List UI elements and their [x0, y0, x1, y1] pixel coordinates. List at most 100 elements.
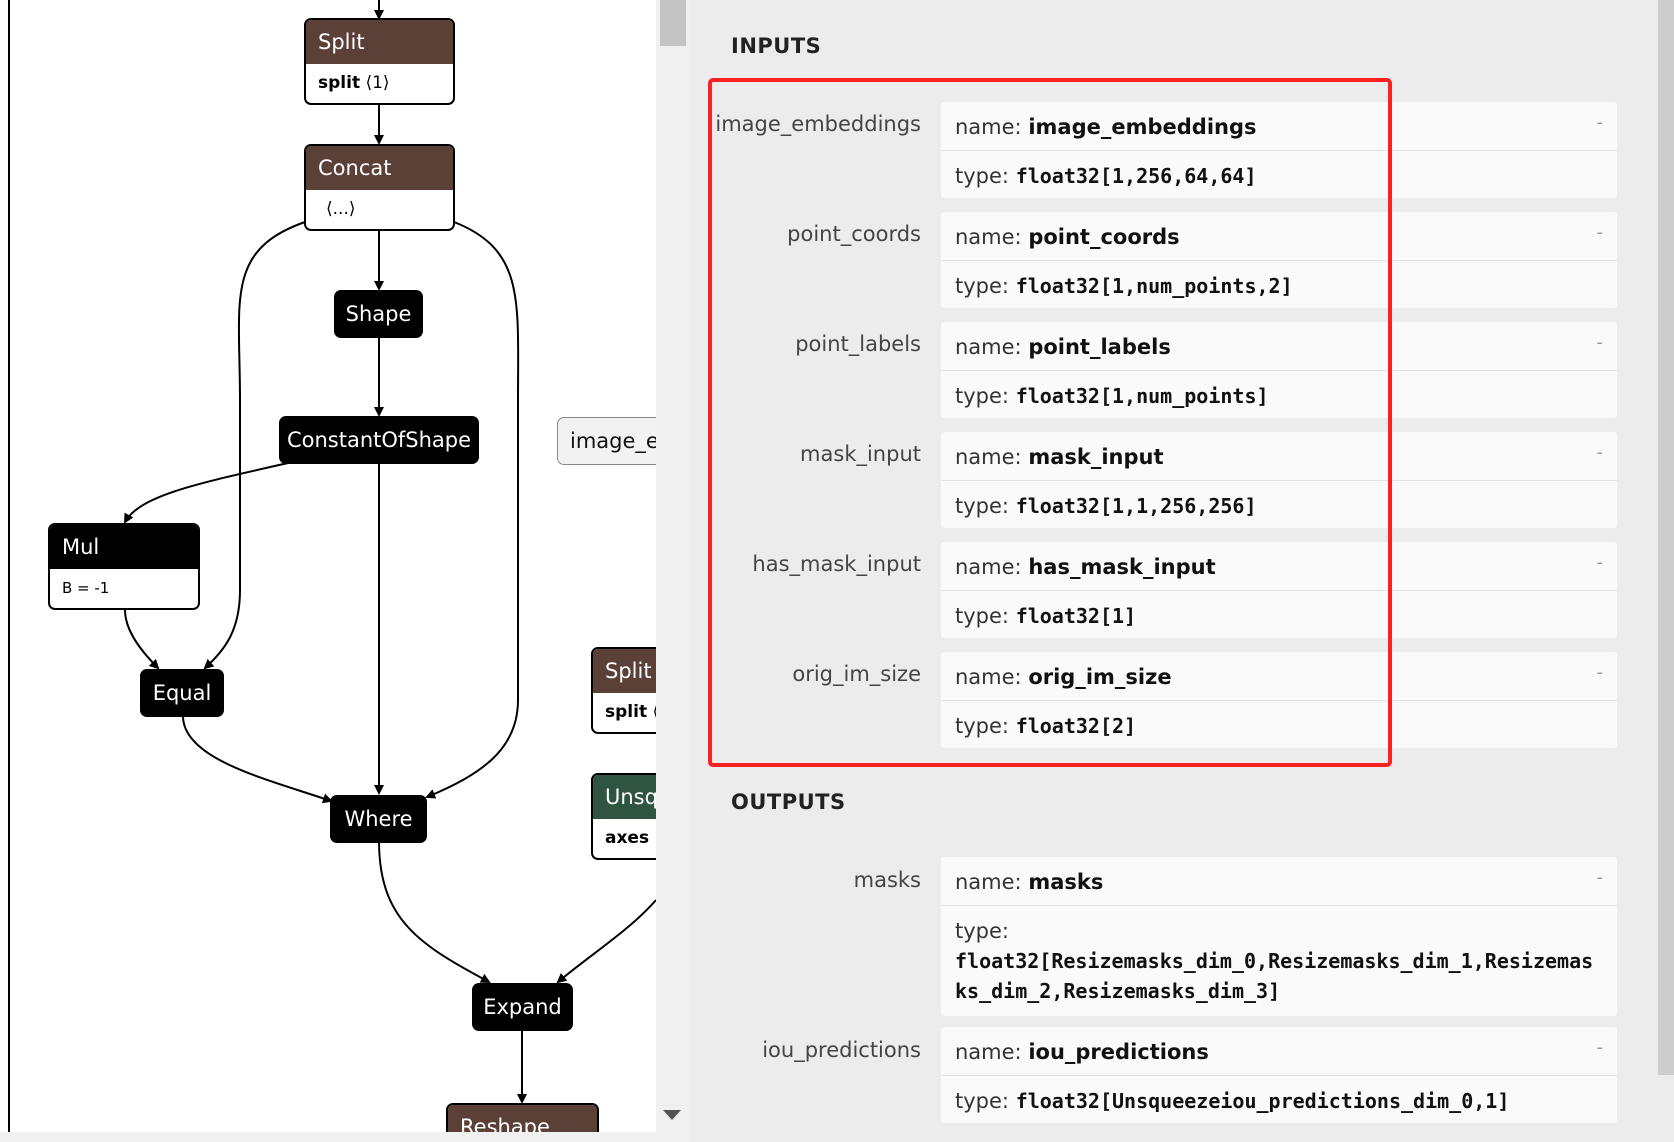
collapse-icon[interactable]: -	[1596, 552, 1604, 573]
graph-vertical-scrollbar[interactable]	[656, 0, 689, 1142]
input-type: float32[1]	[1015, 604, 1137, 628]
edge	[556, 899, 656, 984]
type-prefix: type:	[955, 919, 1009, 943]
name-prefix: name:	[955, 555, 1022, 579]
expand-node[interactable]: Expand	[472, 983, 573, 1031]
name-prefix: name:	[955, 445, 1022, 469]
shape-node[interactable]: Shape	[334, 290, 423, 338]
output-label: masks	[853, 868, 921, 892]
concat-node-title: Concat	[306, 146, 453, 190]
input-name-line: name: orig_im_size	[941, 652, 1617, 700]
type-prefix: type:	[955, 604, 1009, 628]
unsqueeze-node-attr: axes ⟨	[593, 819, 656, 857]
graph-canvas[interactable]: Split split ⟨1⟩ Concat ⟨...⟩ Shape Const…	[0, 0, 656, 1142]
collapse-icon[interactable]: -	[1596, 662, 1604, 683]
input-name: image_embeddings	[1028, 115, 1257, 139]
input-label: image_embeddings	[715, 112, 921, 136]
input-type-line: type: float32[2]	[941, 700, 1617, 748]
collapse-icon[interactable]: -	[1596, 112, 1604, 133]
collapse-icon[interactable]: -	[1596, 867, 1604, 888]
input-name: point_coords	[1028, 225, 1180, 249]
input-type: float32[1,256,64,64]	[1015, 164, 1257, 188]
input-type-line: type: float32[1,256,64,64]	[941, 150, 1617, 198]
input-name: mask_input	[1028, 445, 1164, 469]
collapse-icon[interactable]: -	[1596, 222, 1604, 243]
name-prefix: name:	[955, 870, 1022, 894]
input-card-orig-im-size[interactable]: - name: orig_im_size type: float32[2]	[941, 652, 1617, 748]
concat-node[interactable]: Concat ⟨...⟩	[304, 144, 455, 231]
collapse-icon[interactable]: -	[1596, 1037, 1604, 1058]
output-name-line: name: masks	[941, 857, 1617, 905]
edge	[378, 840, 491, 983]
edge	[124, 609, 160, 670]
constant-of-shape-node[interactable]: ConstantOfShape	[279, 416, 479, 464]
input-label: orig_im_size	[792, 662, 921, 686]
image-input-node-title: image_er	[570, 429, 656, 453]
input-label: point_coords	[787, 222, 921, 246]
type-prefix: type:	[955, 1089, 1009, 1113]
outputs-section-title: OUTPUTS	[731, 790, 846, 814]
concat-node-attr: ⟨...⟩	[326, 199, 356, 219]
split-right-node[interactable]: Split split ⟨	[591, 647, 656, 734]
input-name-line: name: has_mask_input	[941, 542, 1617, 590]
input-type: float32[1,num_points]	[1015, 384, 1269, 408]
input-type-line: type: float32[1,num_points]	[941, 370, 1617, 418]
where-node[interactable]: Where	[330, 795, 427, 843]
equal-node[interactable]: Equal	[140, 669, 224, 717]
input-card-has-mask-input[interactable]: - name: has_mask_input type: float32[1]	[941, 542, 1617, 638]
collapse-icon[interactable]: -	[1596, 442, 1604, 463]
output-type-line: type: float32[Unsqueezeiou_predictions_d…	[941, 1075, 1617, 1123]
mul-node-title: Mul	[50, 525, 198, 569]
output-card-masks[interactable]: - name: masks type: float32[Resizemasks_d…	[941, 857, 1617, 1016]
output-card-iou-predictions[interactable]: - name: iou_predictions type: float32[Un…	[941, 1027, 1617, 1123]
output-label: iou_predictions	[762, 1038, 921, 1062]
input-card-point-coords[interactable]: - name: point_coords type: float32[1,num…	[941, 212, 1617, 308]
unsqueeze-node-title: Unsq	[593, 775, 656, 819]
graph-horizontal-scrollbar[interactable]	[0, 1132, 656, 1142]
input-type-line: type: float32[1,num_points,2]	[941, 260, 1617, 308]
name-prefix: name:	[955, 665, 1022, 689]
input-name-line: name: mask_input	[941, 432, 1617, 480]
type-prefix: type:	[955, 384, 1009, 408]
input-type-line: type: float32[1]	[941, 590, 1617, 638]
unsqueeze-attr-name: axes	[605, 828, 650, 848]
input-label: has_mask_input	[752, 552, 921, 576]
split-right-attr-value: ⟨	[652, 702, 656, 722]
edge	[124, 462, 289, 524]
split-right-attr-name: split	[605, 702, 648, 722]
type-prefix: type:	[955, 274, 1009, 298]
collapse-icon[interactable]: -	[1596, 332, 1604, 353]
name-prefix: name:	[955, 225, 1022, 249]
split-node[interactable]: Split split ⟨1⟩	[304, 18, 455, 105]
panel-scrollbar[interactable]	[1658, 0, 1674, 1075]
inputs-highlight-box	[708, 78, 1392, 767]
properties-panel: INPUTS image_embeddings - name: image_em…	[689, 0, 1674, 1142]
output-type: float32[Resizemasks_dim_0,Resizemasks_di…	[955, 949, 1594, 1003]
image-embeddings-input-node[interactable]: image_er	[557, 417, 656, 465]
input-card-mask-input[interactable]: - name: mask_input type: float32[1,1,256…	[941, 432, 1617, 528]
type-prefix: type:	[955, 494, 1009, 518]
scroll-down-arrow-icon[interactable]	[663, 1110, 681, 1120]
output-name-line: name: iou_predictions	[941, 1027, 1617, 1075]
name-prefix: name:	[955, 1040, 1022, 1064]
input-name-line: name: point_coords	[941, 212, 1617, 260]
split-node-title: Split	[306, 20, 453, 64]
input-label: mask_input	[800, 442, 921, 466]
graph-edges	[8, 0, 656, 1132]
split-right-node-title: Split	[593, 649, 656, 693]
input-type: float32[1,1,256,256]	[1015, 494, 1257, 518]
input-name-line: name: image_embeddings	[941, 102, 1617, 150]
split-attr-name: split	[318, 73, 361, 93]
mul-node-attr: B = -1	[62, 579, 110, 597]
output-type: float32[Unsqueezeiou_predictions_dim_0,1…	[1015, 1089, 1510, 1113]
input-card-point-labels[interactable]: - name: point_labels type: float32[1,num…	[941, 322, 1617, 418]
input-name: point_labels	[1028, 335, 1171, 359]
mul-node[interactable]: Mul B = -1	[48, 523, 200, 610]
edge	[182, 715, 333, 804]
edge	[425, 221, 520, 799]
input-type: float32[2]	[1015, 714, 1137, 738]
unsqueeze-node[interactable]: Unsq axes ⟨	[591, 773, 656, 860]
input-type-line: type: float32[1,1,256,256]	[941, 480, 1617, 528]
scrollbar-thumb[interactable]	[660, 0, 686, 46]
input-card-image-embeddings[interactable]: - name: image_embeddings type: float32[1…	[941, 102, 1617, 198]
